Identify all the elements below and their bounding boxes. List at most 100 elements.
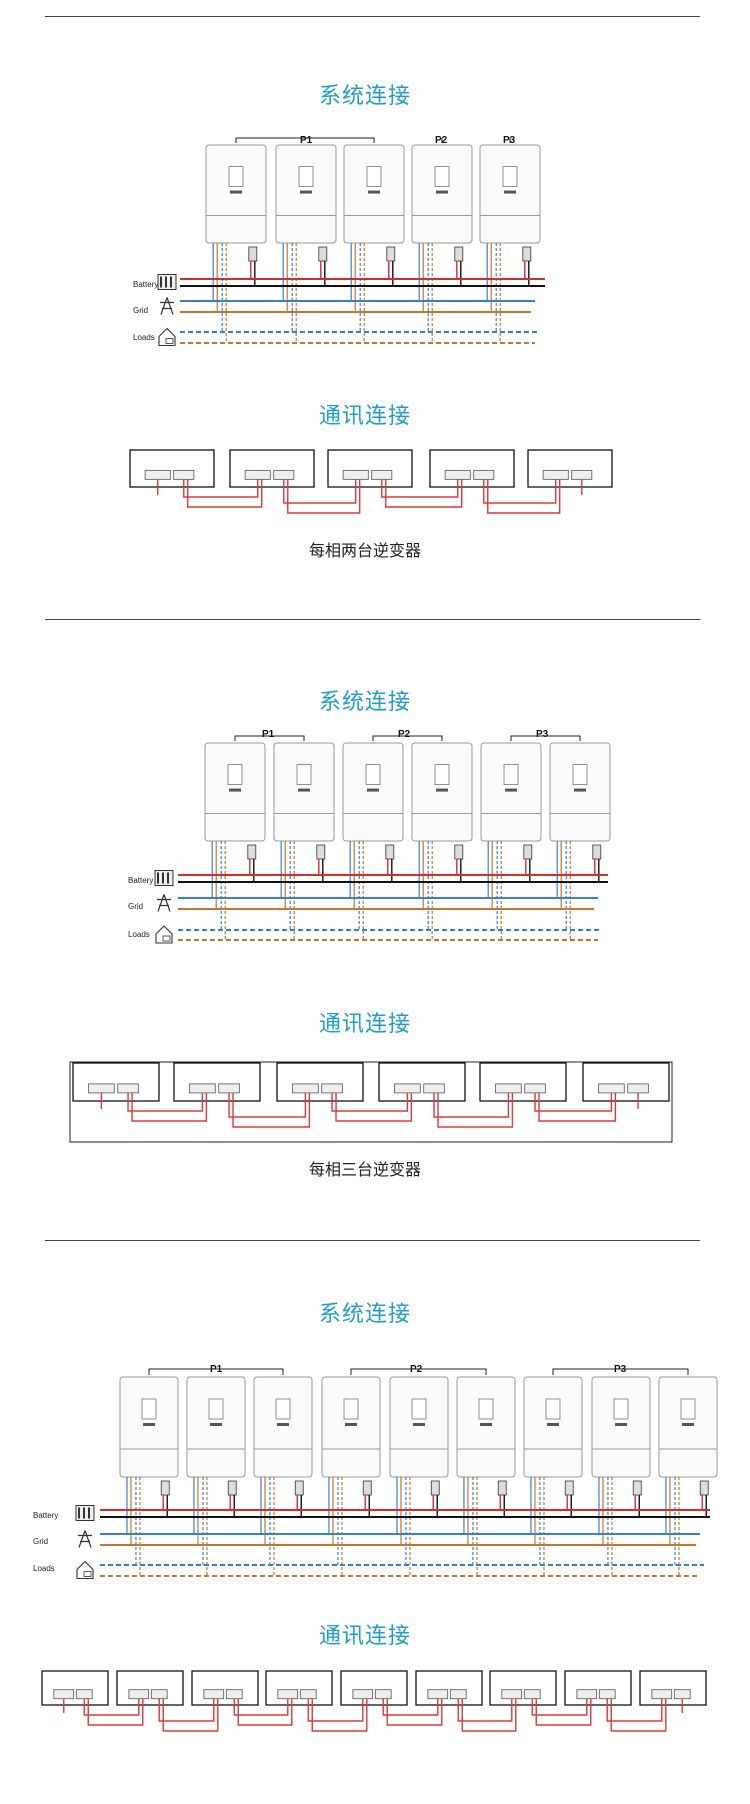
system-connection-title: 系统连接 [318, 84, 411, 109]
can-port [218, 1083, 240, 1094]
can-port [273, 469, 295, 480]
communication-diagram [69, 1061, 673, 1143]
can-port [523, 1689, 541, 1700]
inverter-comm-box [582, 1062, 670, 1102]
inverter-unit [549, 742, 611, 842]
inverter-comm-box [276, 1062, 364, 1102]
inverter-buttons [367, 788, 379, 792]
inverter-display [343, 1398, 359, 1420]
comm-cable [83, 1698, 140, 1716]
battery-connector [430, 1480, 440, 1496]
battery-connector [592, 844, 602, 860]
inverter-comm-box [527, 449, 613, 488]
battery-connector [318, 246, 328, 262]
phase-label-p3: P3 [503, 135, 516, 146]
loads-label: Loads [133, 333, 155, 342]
can-port [75, 1689, 93, 1700]
phase-label-p3: P3 [536, 729, 549, 740]
battery-connector [227, 1480, 237, 1496]
inverter-unit [411, 144, 473, 244]
inverter-unit [479, 144, 541, 244]
comm-cable [131, 1092, 208, 1122]
section-divider [45, 16, 700, 17]
phase-bracket [235, 137, 375, 143]
rs485-port [394, 1083, 421, 1094]
rs485-port [128, 1689, 150, 1700]
inverter-comm-box [489, 1670, 557, 1706]
inverter-comm-box [639, 1670, 707, 1706]
inverter-unit [253, 1376, 313, 1478]
grid-tower-icon [157, 894, 171, 912]
grid-tower-icon [160, 297, 174, 315]
phase-bracket [372, 735, 443, 741]
inverter-display [572, 764, 588, 785]
inverter-comm-box [340, 1670, 408, 1706]
inverter-comm-box [378, 1062, 466, 1102]
inverter-comm-box [229, 449, 315, 488]
rs485-port [292, 1083, 319, 1094]
comm-cable [433, 1092, 510, 1118]
comm-cable [606, 1698, 663, 1722]
battery-connector [386, 246, 396, 262]
comm-cable [534, 1092, 613, 1112]
battery-connector [316, 844, 326, 860]
communication-diagram [41, 1670, 707, 1732]
can-port [299, 1689, 317, 1700]
system-connection-title: 系统连接 [318, 690, 411, 715]
inverter-comm-box [265, 1670, 333, 1706]
house-icon [155, 925, 173, 944]
comm-cable [232, 1092, 311, 1128]
phase-label-p2: P2 [435, 135, 448, 146]
inverter-buttons [436, 190, 448, 194]
communication-connection-title: 通讯连接 [318, 1012, 411, 1037]
phase-bracket [350, 1368, 487, 1375]
battery-label: Battery [133, 280, 158, 289]
grid-label: Grid [128, 902, 143, 911]
battery-connector [522, 246, 532, 262]
inverter-display [434, 166, 450, 187]
inverter-unit [456, 1376, 516, 1478]
inverter-unit [321, 1376, 381, 1478]
comm-cable [127, 1092, 204, 1112]
phase-label-p2: P2 [398, 729, 411, 740]
inverter-display [298, 166, 314, 187]
inverter-display [296, 764, 312, 785]
comm-cable [385, 479, 463, 508]
inverter-buttons [230, 190, 242, 194]
inverter-comm-box [72, 1062, 160, 1102]
comm-cable [87, 1698, 144, 1726]
can-port [225, 1689, 243, 1700]
inverter-buttons [547, 1423, 559, 1426]
comm-cable [331, 1092, 409, 1112]
comm-cable [461, 1698, 517, 1732]
inverter-display [227, 764, 243, 785]
can-port [173, 469, 195, 480]
can-port [423, 1083, 445, 1094]
inverter-comm-box [116, 1670, 184, 1706]
inverter-buttons [615, 1423, 627, 1426]
inverter-buttons [345, 1423, 357, 1426]
rs485-port [427, 1689, 449, 1700]
inverter-unit [273, 742, 335, 842]
rs485-port [651, 1689, 673, 1700]
inverter-display [141, 1398, 157, 1420]
inverter-unit [523, 1376, 583, 1478]
communication-diagram [129, 449, 613, 514]
system-connection-title: 系统连接 [318, 1302, 411, 1327]
comm-cable [381, 479, 459, 498]
inverter-unit [343, 144, 405, 244]
battery-connector [497, 1480, 507, 1496]
inverter-buttons [368, 190, 380, 194]
inverter-unit [186, 1376, 246, 1478]
comm-cable [531, 1698, 588, 1716]
comm-cable [610, 1698, 667, 1732]
battery-label: Battery [128, 876, 153, 885]
can-port [571, 469, 593, 480]
can-port [598, 1689, 616, 1700]
rs485-port [144, 469, 171, 480]
inverter-buttons [210, 1423, 222, 1426]
inverter-display [503, 764, 519, 785]
can-port [374, 1689, 392, 1700]
house-icon [76, 1560, 94, 1580]
comm-cable [382, 1698, 439, 1716]
